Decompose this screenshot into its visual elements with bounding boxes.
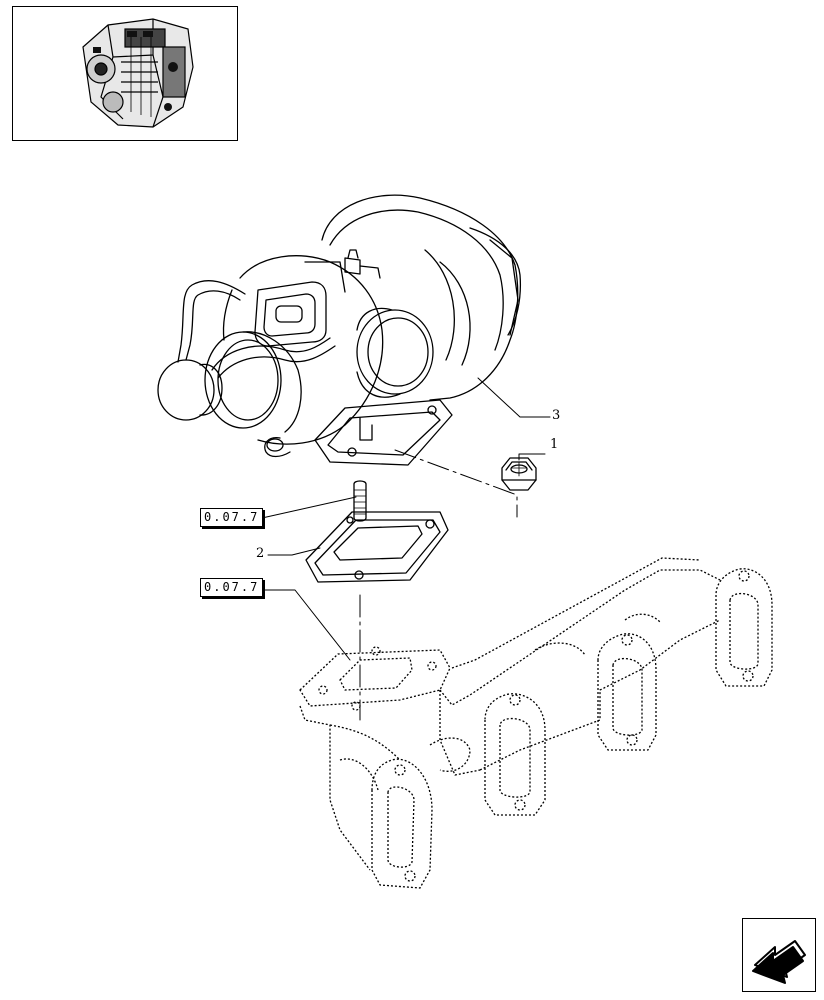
engine-thumbnail-icon (82, 18, 194, 128)
turbocharger (157, 194, 522, 466)
exhaust-manifold (299, 557, 773, 889)
flange-nut (501, 457, 537, 491)
callout-item-2: 2 (256, 546, 265, 561)
engine-thumbnail (12, 6, 238, 141)
back-arrow-icon (752, 940, 806, 984)
callout-item-1: 1 (550, 437, 559, 452)
gasket (305, 511, 449, 583)
back-navigation-button[interactable] (742, 918, 816, 992)
reference-box-upper[interactable]: 0.07.7 (200, 508, 264, 527)
callout-item-3: 3 (552, 408, 561, 423)
reference-box-lower[interactable]: 0.07.7 (200, 578, 264, 597)
stud (353, 480, 367, 522)
